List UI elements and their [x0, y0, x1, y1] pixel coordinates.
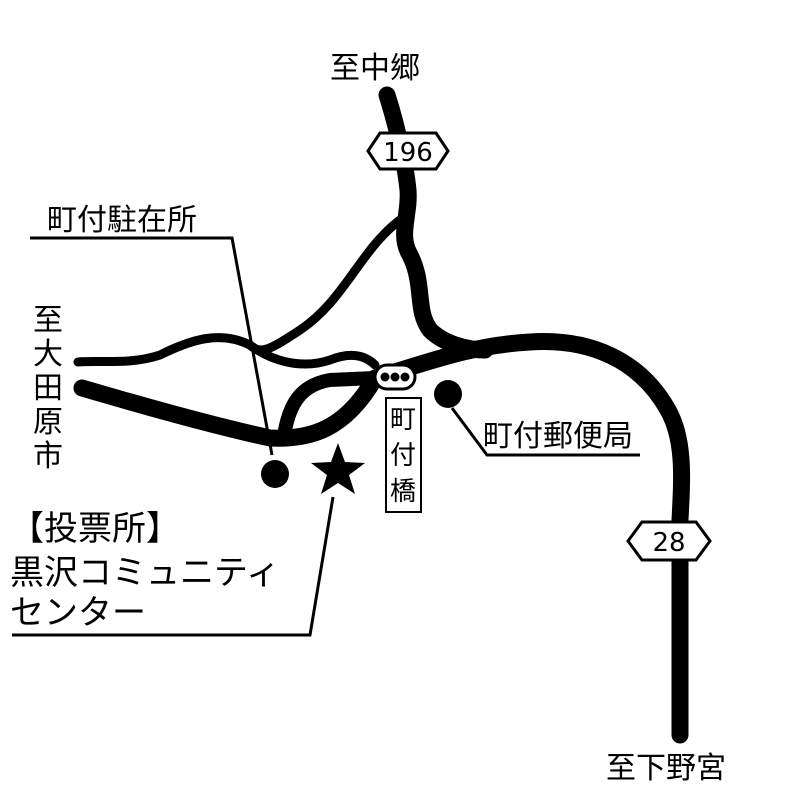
post-office-label: 町付郵便局: [483, 419, 633, 454]
police-box-label: 町付駐在所: [47, 203, 197, 238]
route-28-label: 28: [652, 528, 685, 558]
bridge-label-2: 付: [390, 441, 416, 471]
polling-station-leader: [12, 496, 335, 637]
svg-text:至: 至: [33, 303, 63, 338]
bridge-label-box: [385, 397, 422, 513]
svg-text:原: 原: [33, 405, 63, 440]
route-196-label: 196: [383, 138, 433, 168]
direction-south: 至下野宮: [606, 751, 726, 786]
svg-text:大: 大: [33, 337, 63, 372]
bridge-label-1: 町: [390, 405, 416, 435]
post-office-marker: [434, 380, 462, 408]
svg-text:田: 田: [33, 371, 63, 406]
polling-station-star-icon: [311, 443, 365, 494]
svg-text:市: 市: [33, 439, 63, 474]
bridge-icon: [373, 363, 417, 391]
post-office-leader: [450, 407, 640, 457]
polling-station-name-1: 黒沢コミュニティ: [10, 553, 280, 593]
police-box-leader: [30, 236, 274, 456]
route-196-shield: 196: [366, 131, 450, 171]
direction-north: 至中郷: [330, 51, 420, 86]
polling-station-name-2: センター: [10, 593, 146, 633]
main-road: [73, 333, 691, 529]
minor-road-link: [245, 340, 380, 370]
route-28-shield: 28: [626, 520, 712, 562]
police-box-marker: [261, 460, 289, 488]
minor-road: [73, 215, 405, 367]
direction-west: 至 大 田 原 市: [33, 303, 63, 474]
bridge-label-3: 橋: [390, 477, 416, 507]
polling-station-heading: 【投票所】: [10, 509, 180, 549]
loop-road: [278, 371, 382, 437]
